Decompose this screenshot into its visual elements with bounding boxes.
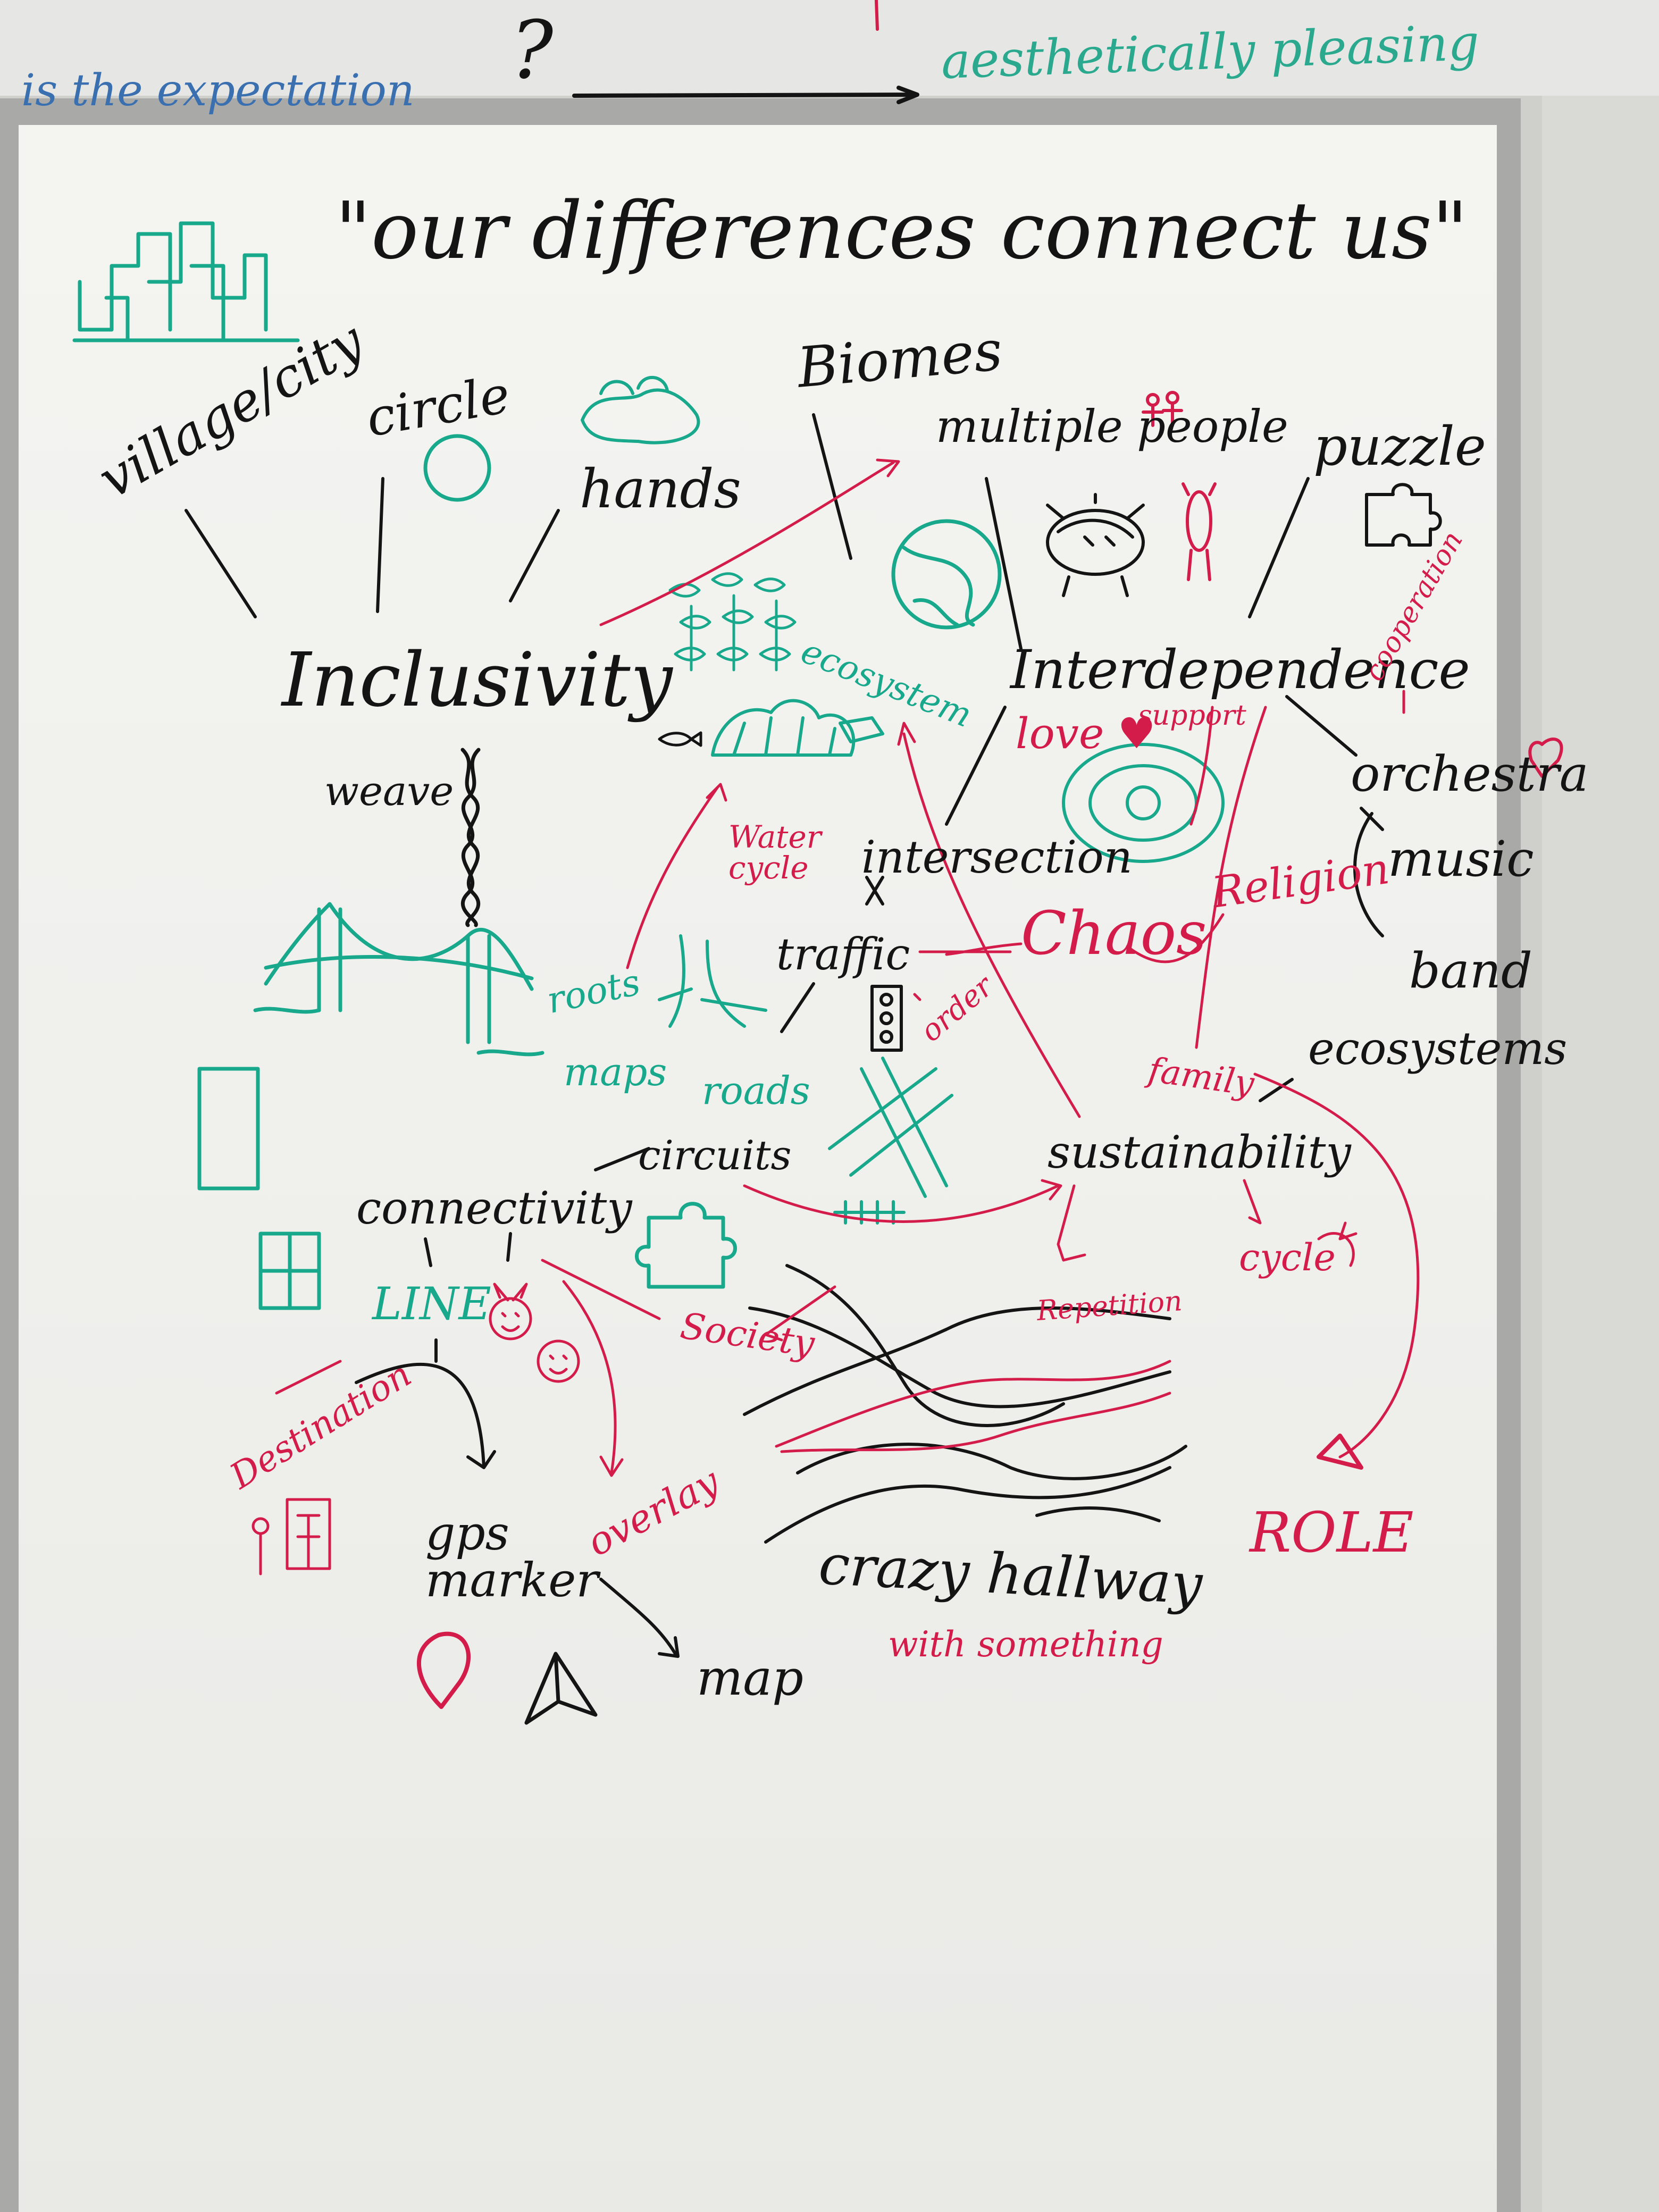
concept-weave: weave bbox=[324, 767, 454, 815]
red-people-icon bbox=[1142, 391, 1217, 581]
concept-maps: maps bbox=[564, 1050, 667, 1094]
cycle-icon bbox=[1317, 1221, 1358, 1267]
roots-icon bbox=[658, 934, 767, 1028]
concept-roads: roads bbox=[702, 1068, 810, 1113]
concept-connectivity: connectivity bbox=[356, 1182, 632, 1234]
concept-chaos: Chaos bbox=[1021, 899, 1207, 968]
puzzle-icon bbox=[1365, 483, 1442, 547]
hands-icon bbox=[581, 375, 700, 445]
concept-role: ROLE bbox=[1250, 1500, 1414, 1565]
top-strip-arrow bbox=[572, 86, 919, 104]
concept-cycle: cycle bbox=[1239, 1236, 1336, 1279]
concept-multiple-people: multiple people bbox=[936, 400, 1288, 453]
concept-intersection: intersection bbox=[861, 831, 1133, 883]
orchestra-heart-icon bbox=[1528, 738, 1563, 778]
concept-music: music bbox=[1388, 831, 1534, 887]
role-hat-icon bbox=[1317, 1434, 1363, 1470]
city-skyline-icon bbox=[72, 221, 300, 342]
concept-sustainability: sustainability bbox=[1048, 1126, 1351, 1178]
crazy-hallway-red-lines bbox=[775, 1360, 1171, 1453]
window-icon bbox=[258, 1231, 321, 1310]
top-strip-red-tick bbox=[875, 0, 879, 31]
board-surface bbox=[19, 125, 1497, 2212]
globe-icon bbox=[891, 519, 1002, 630]
concept-line: LINE bbox=[372, 1278, 491, 1330]
concept-interdependence: Interdependence bbox=[1010, 639, 1470, 701]
concentric-circles-icon bbox=[1062, 743, 1225, 863]
concept-support: support bbox=[1138, 700, 1246, 732]
bridge-icon bbox=[253, 902, 544, 1057]
ecosystem-plants-icon bbox=[668, 572, 797, 672]
coral-fish-icon bbox=[711, 699, 884, 757]
concept-water-cycle: Water cycle bbox=[728, 819, 822, 886]
crossroads-icon bbox=[828, 1057, 953, 1225]
concept-traffic: traffic bbox=[776, 929, 910, 980]
concept-biomes: Biomes bbox=[794, 317, 1005, 400]
circle-icon bbox=[423, 434, 491, 502]
top-strip-left-text: is the expectation bbox=[21, 65, 415, 116]
navigation-arrow-icon bbox=[524, 1652, 598, 1725]
destination-icon bbox=[252, 1498, 331, 1576]
concept-orchestra: orchestra bbox=[1351, 745, 1589, 802]
creature-icon bbox=[1046, 493, 1145, 597]
concept-love: love ♥ bbox=[1016, 709, 1156, 758]
smiley-faces-icon bbox=[489, 1283, 580, 1383]
concept-puzzle: puzzle bbox=[1313, 415, 1486, 477]
concept-gps-marker: gps marker bbox=[425, 1506, 599, 1607]
connector-lines-black bbox=[185, 413, 1384, 1658]
wall bbox=[1542, 96, 1659, 2212]
fish-icon bbox=[658, 731, 702, 747]
gps-marker-red-icon bbox=[417, 1631, 471, 1709]
door-icon bbox=[197, 1067, 260, 1191]
concept-hands: hands bbox=[580, 458, 741, 520]
concept-map: map bbox=[697, 1649, 803, 1706]
concept-ecosystems: ecosystems bbox=[1308, 1023, 1568, 1075]
concept-circuits: circuits bbox=[638, 1132, 792, 1179]
connector-lines-red bbox=[275, 458, 1420, 1477]
top-strip-question: ? bbox=[510, 4, 554, 97]
concept-inclusivity: Inclusivity bbox=[282, 637, 673, 724]
upper-board-strip bbox=[0, 0, 1659, 96]
concept-with-something: with something bbox=[888, 1624, 1163, 1665]
braid-icon bbox=[460, 748, 481, 927]
concept-band: band bbox=[1409, 942, 1532, 999]
green-puzzle-icon bbox=[635, 1202, 737, 1289]
board-title: "our differences connect us" bbox=[335, 185, 1468, 276]
traffic-light-icon bbox=[870, 985, 903, 1052]
